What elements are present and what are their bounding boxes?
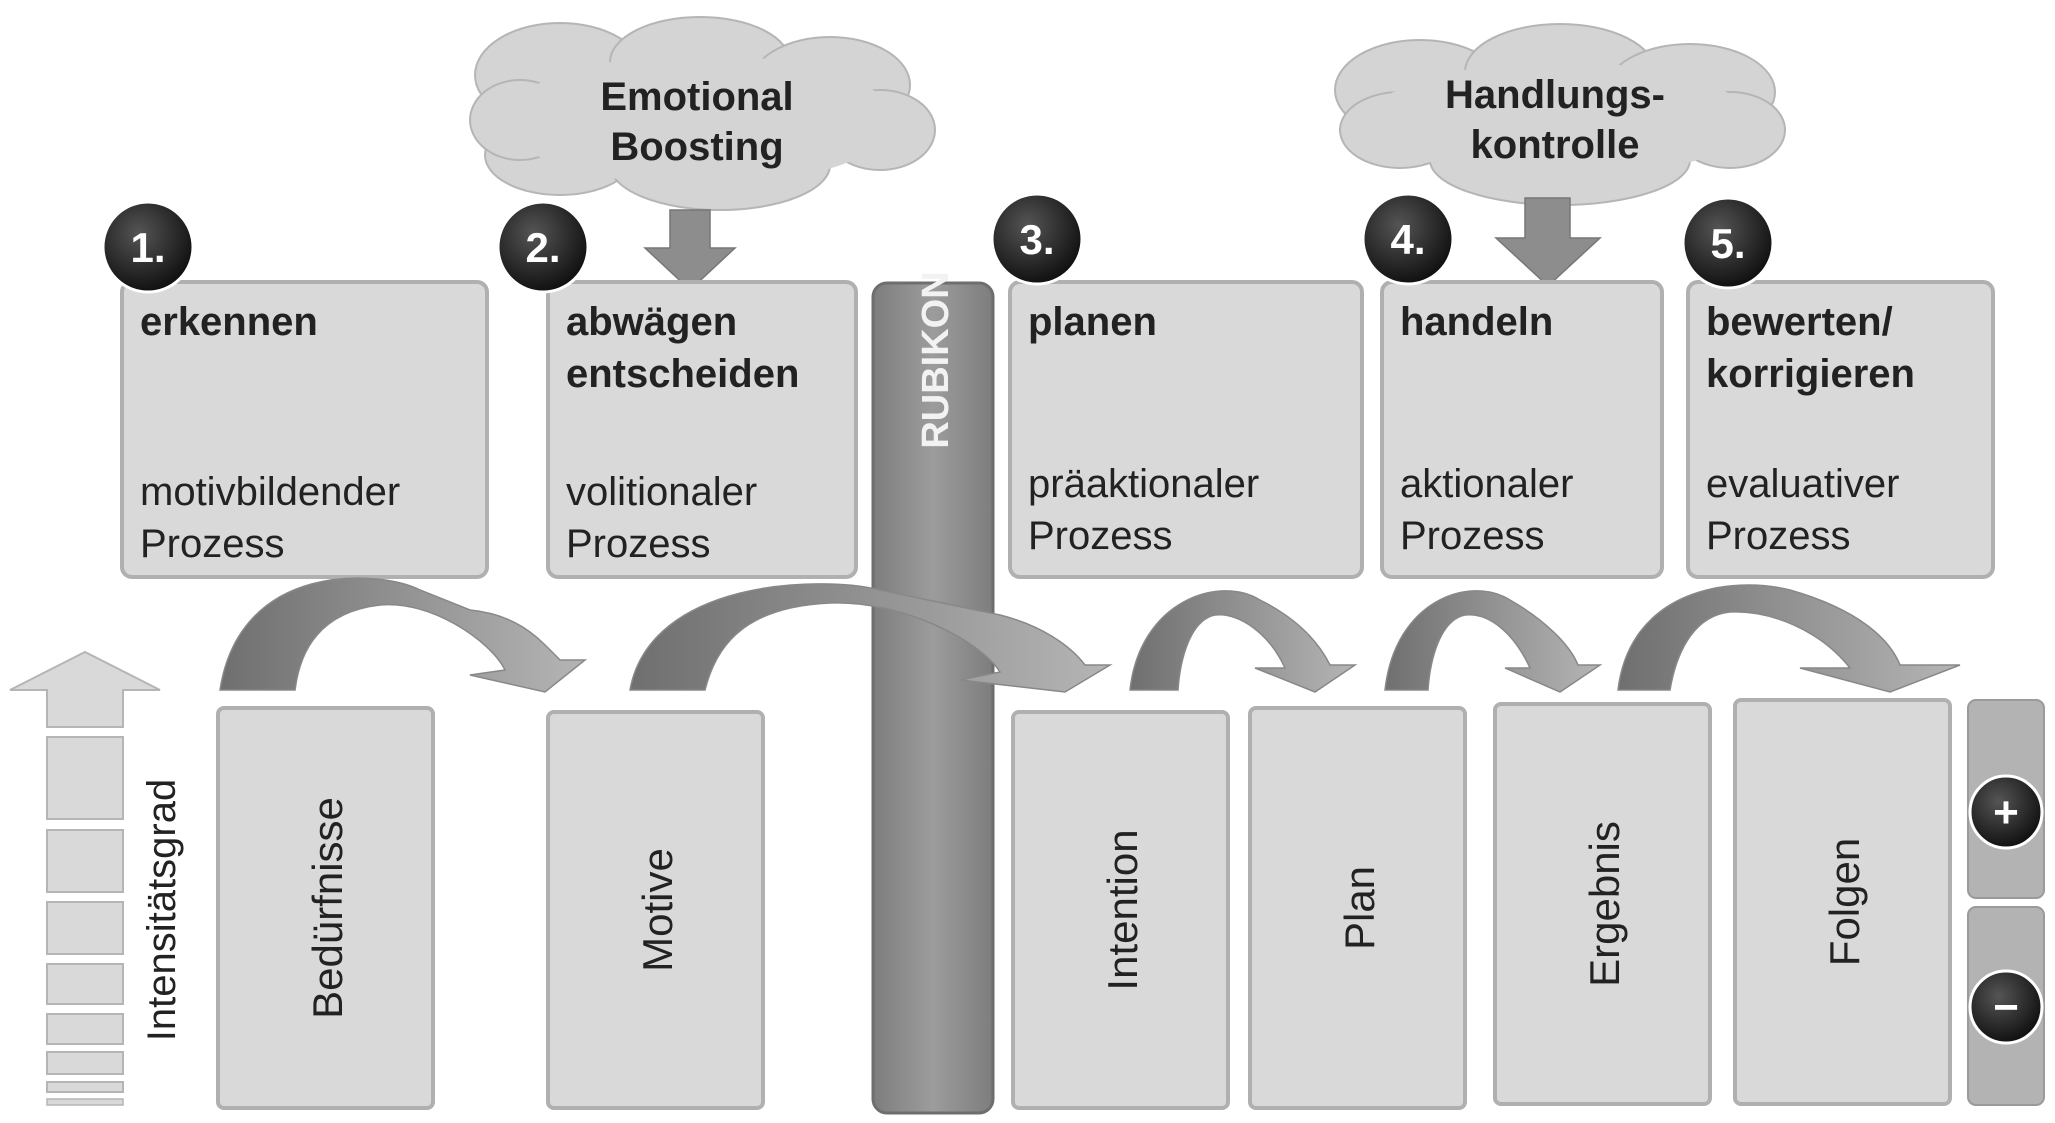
cloud-emotional-boosting: Emotional Boosting [469,16,936,211]
phase-process: motivbildender [140,470,400,514]
phase-process: Prozess [1706,514,1851,558]
cloud-handlung-line1: Handlungs- [1445,73,1665,117]
bottom-box-intention: Intention [1011,710,1230,1110]
svg-text:Plan: Plan [1336,866,1383,950]
phase-process: volitionaler [566,470,757,514]
bottom-box-ergebnis: Ergebnis [1493,702,1712,1106]
phase-number-3: 3. [990,192,1084,286]
phase-title: planen [1028,300,1157,344]
svg-text:Ergebnis: Ergebnis [1581,821,1628,987]
svg-text:Motive: Motive [634,848,681,972]
phase-number-4: 4. [1361,192,1455,286]
phase-process: Prozess [1028,514,1173,558]
phase-title: korrigieren [1706,352,1915,396]
svg-text:3.: 3. [1019,216,1054,263]
phase-title: abwägen [566,300,737,344]
phase-box-4: handeln aktionaler Prozess [1380,280,1664,579]
phase-box-5: bewerten/ korrigieren evaluativer Prozes… [1686,280,1995,579]
svg-text:4.: 4. [1390,216,1425,263]
arrow-up-icon [9,650,161,728]
phase-process: evaluativer [1706,462,1899,506]
phase-number-1: 1. [101,200,195,294]
bottom-box-plan: Plan [1248,706,1467,1110]
phase-process: Prozess [1400,514,1545,558]
phase-number-2: 2. [496,200,590,294]
curved-arrows [219,577,1961,693]
intensity-label: Intensitätsgrad [140,779,184,1041]
phase-process: aktionaler [1400,462,1573,506]
svg-text:2.: 2. [525,224,560,271]
intensity-scale: Intensitätsgrad [9,650,184,1106]
bottom-box-beduerfnisse: Bedürfnisse [216,706,435,1110]
cloud-handlung-line2: kontrolle [1471,123,1640,167]
svg-text:Bedürfnisse: Bedürfnisse [304,797,351,1019]
phase-title: erkennen [140,300,318,344]
phase-number-5: 5. [1681,196,1775,290]
cloud-handlungskontrolle: Handlungs- kontrolle [1334,23,1786,206]
cloud-emotional-line2: Boosting [610,125,783,169]
svg-text:Intention: Intention [1099,829,1146,990]
phase-process: Prozess [140,522,285,566]
phase-box-1: erkennen motivbildender Prozess [120,280,489,579]
rubikon-label: RUBIKON [915,271,957,448]
minus-icon: − [1968,969,2044,1045]
cloud-emotional-line1: Emotional [600,75,793,119]
bottom-box-folgen: Folgen [1733,698,1952,1106]
svg-text:+: + [1993,788,2019,837]
svg-text:5.: 5. [1710,220,1745,267]
valence-scale: + − [1967,699,2045,1106]
phase-box-2: abwägen entscheiden volitionaler Prozess [546,280,858,579]
svg-text:1.: 1. [130,224,165,271]
svg-text:Folgen: Folgen [1821,838,1868,966]
phase-box-3: planen präaktionaler Prozess [1008,280,1364,579]
rubikon-bar: RUBIKON [871,271,995,1115]
arrow-down-icon [643,209,737,292]
phase-process: präaktionaler [1028,462,1259,506]
phase-process: Prozess [566,522,711,566]
svg-text:−: − [1993,983,2019,1032]
phase-title: entscheiden [566,352,799,396]
plus-icon: + [1968,774,2044,850]
phase-title: bewerten/ [1706,300,1893,344]
phase-title: handeln [1400,300,1553,344]
arrow-down-icon [1494,197,1602,288]
bottom-box-motive: Motive [546,710,765,1110]
